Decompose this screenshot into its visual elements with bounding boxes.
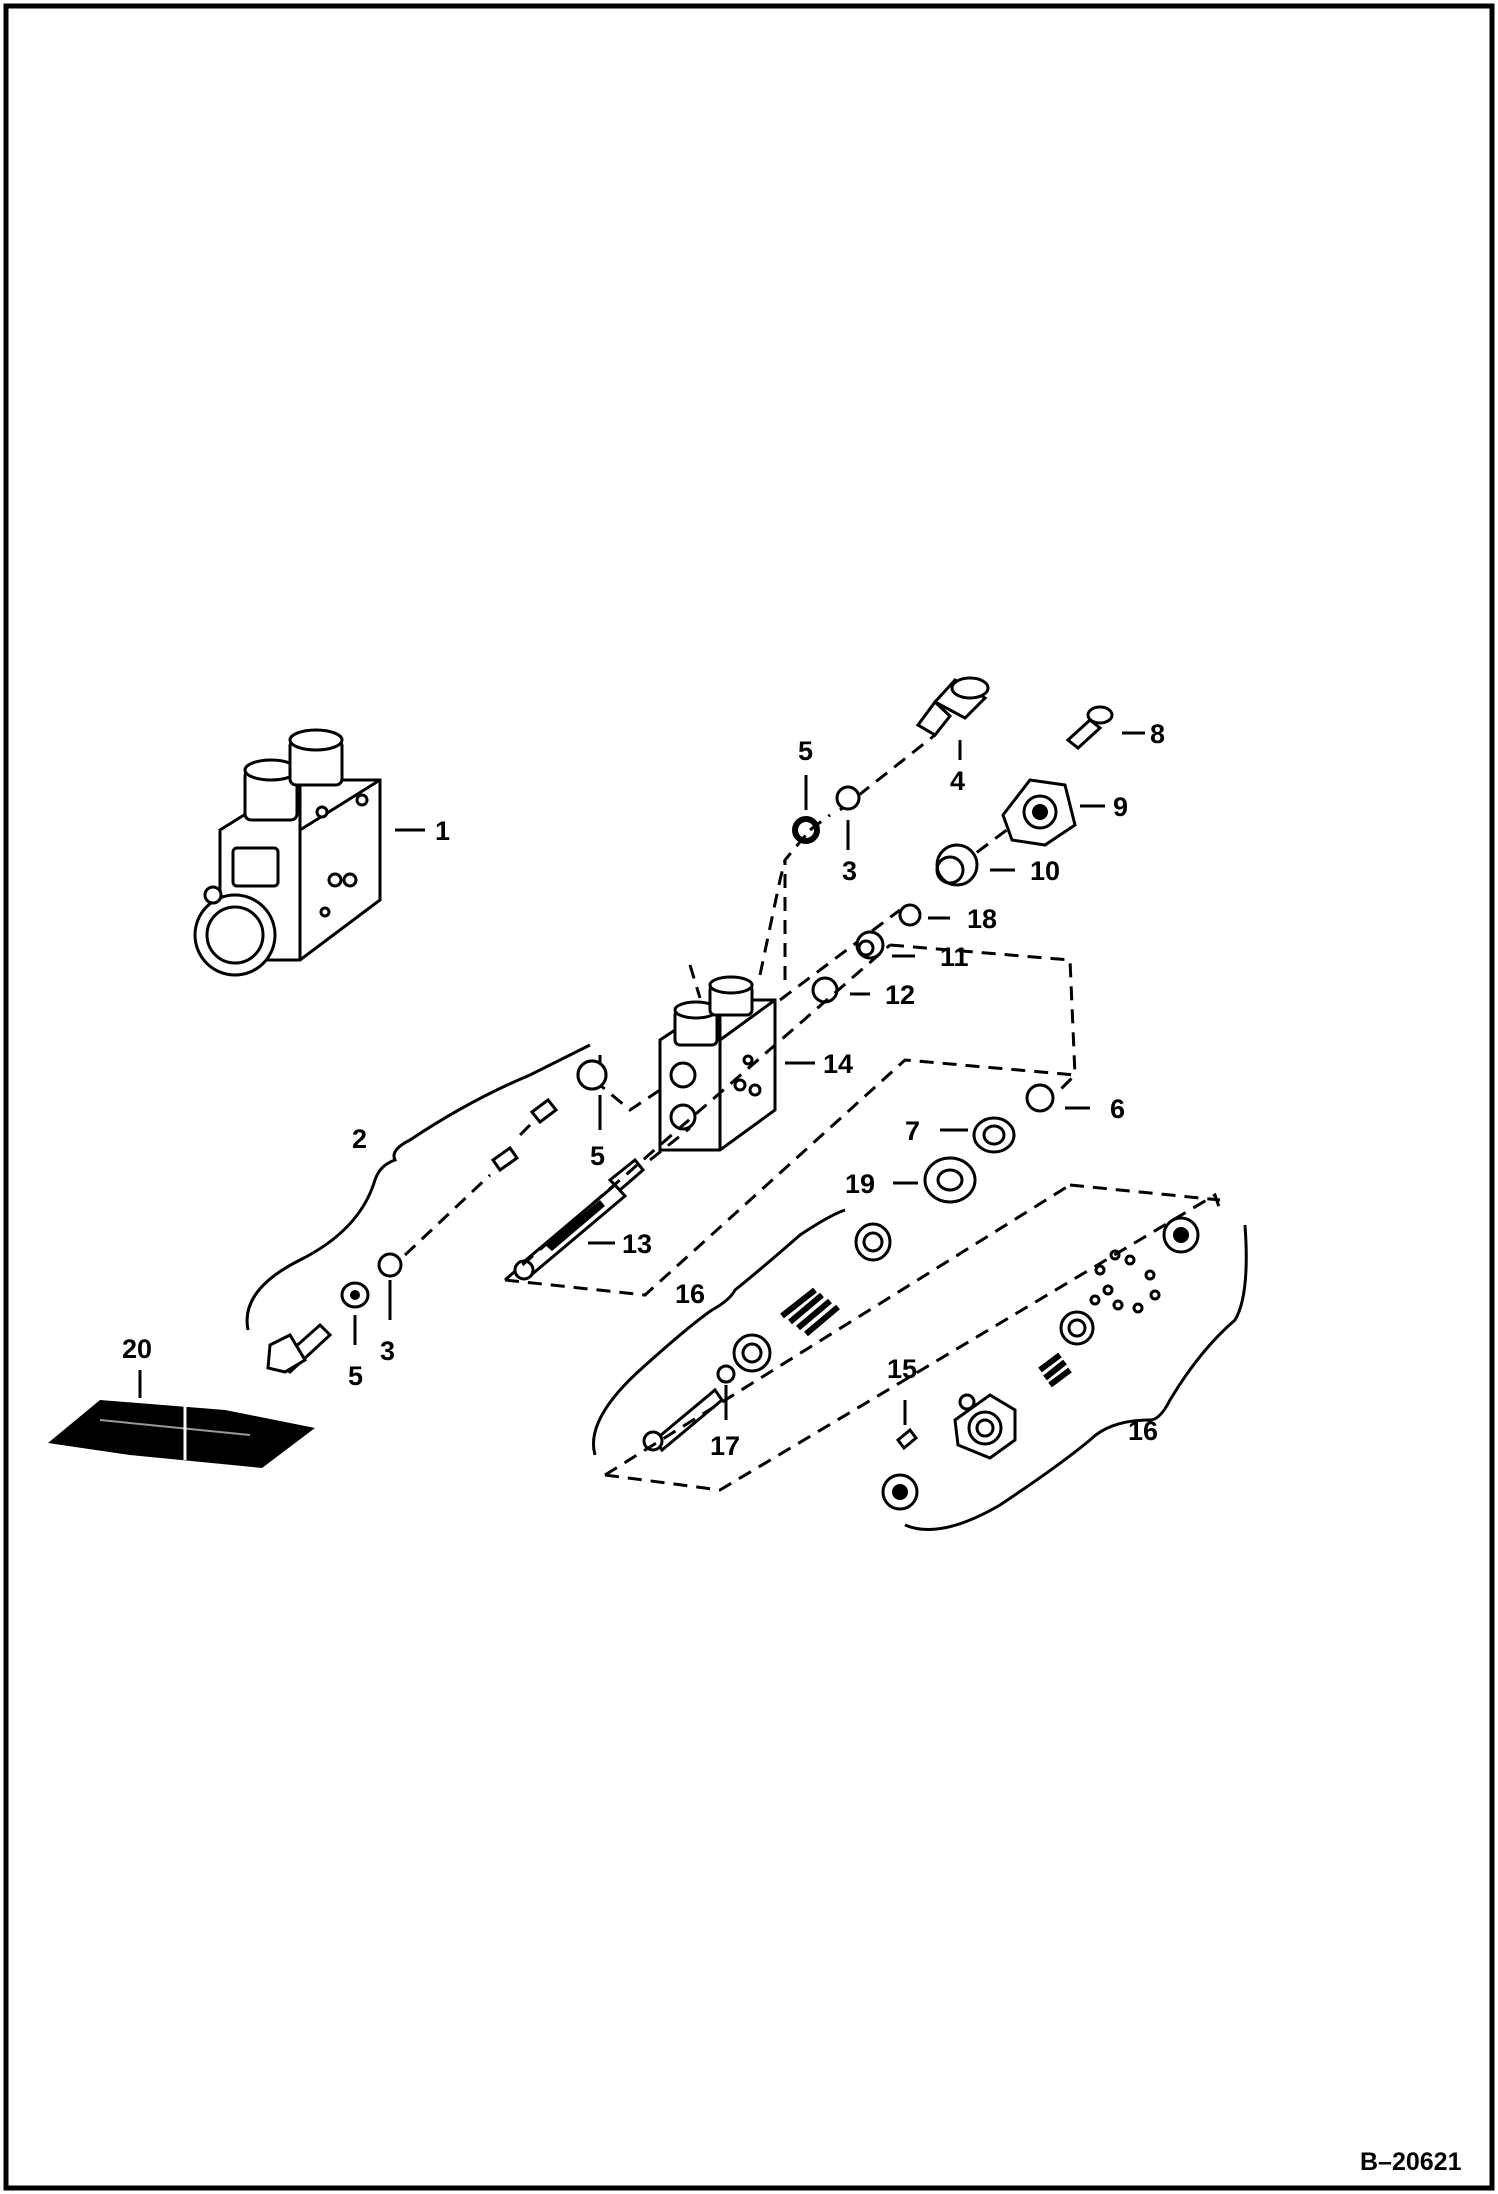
callout-3-lower: 3: [380, 1336, 395, 1366]
callout-18: 18: [967, 904, 997, 934]
decal-drawing: [48, 1400, 315, 1468]
callout-4: 4: [950, 766, 965, 796]
callout-9: 9: [1113, 792, 1128, 822]
spool-drawing: [513, 1157, 646, 1281]
valve-assembly-drawing: [193, 728, 382, 977]
callout-2: 2: [352, 1124, 367, 1154]
callout-20: 20: [122, 1334, 152, 1364]
washer-19-drawing: [923, 1156, 977, 1204]
callout-12: 12: [885, 980, 915, 1010]
o-ring-6: [1025, 1083, 1055, 1113]
page-border: [3, 3, 1495, 2191]
callout-8: 8: [1150, 719, 1165, 749]
valve-body-drawing: [658, 975, 777, 1152]
callout-16-left: 16: [675, 1279, 705, 1309]
figure-reference: B–20621: [1360, 2148, 1462, 2176]
callout-10: 10: [1030, 856, 1060, 886]
adjuster-parts-drawing: [881, 1216, 1200, 1511]
callout-3-upper: 3: [842, 856, 857, 886]
callout-5-middle: 5: [590, 1141, 605, 1171]
callout-15: 15: [887, 1354, 917, 1384]
capscrew-drawing: [1065, 705, 1114, 750]
bracket-2: [245, 1043, 591, 1331]
fitting-drawing: [915, 676, 990, 737]
seal-7-drawing: [972, 1116, 1016, 1154]
callout-6: 6: [1110, 1094, 1125, 1124]
callout-17: 17: [710, 1431, 740, 1461]
o-ring-3-upper: [835, 785, 861, 811]
o-ring-group2: [576, 1059, 608, 1091]
o-ring-5-upper: [792, 816, 820, 844]
o-ring-18: [898, 903, 922, 927]
bracket-16-left: [592, 1208, 846, 1456]
callout-14: 14: [823, 1049, 853, 1079]
group2-parts: [266, 1097, 559, 1374]
callout-11: 11: [940, 942, 969, 972]
flange-drawing: [1001, 778, 1077, 847]
callout-7: 7: [905, 1116, 920, 1146]
callout-5-upper: 5: [798, 736, 813, 766]
callout-13: 13: [622, 1229, 652, 1259]
callout-1: 1: [435, 816, 450, 846]
bracket-16-right: [904, 1224, 1248, 1531]
callout-16-right: 16: [1128, 1416, 1158, 1446]
callout-5-lower: 5: [348, 1361, 363, 1391]
relief-parts-drawing: [642, 1222, 892, 1453]
o-ring-12: [811, 976, 839, 1004]
callout-19: 19: [845, 1169, 875, 1199]
plug-drawing: [935, 843, 979, 887]
spacer-11-drawing: [855, 930, 885, 960]
